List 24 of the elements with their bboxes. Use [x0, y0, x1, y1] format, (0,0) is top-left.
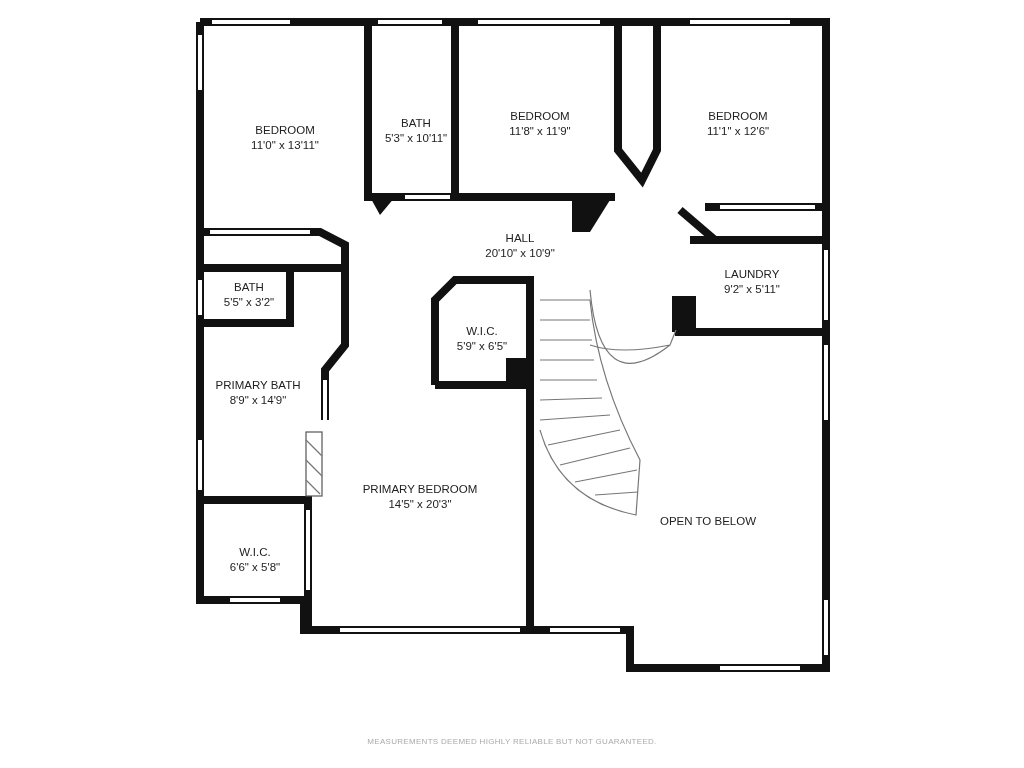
room-dimensions: 6'6" x 5'8": [229, 560, 281, 575]
room-name: BATH: [233, 280, 265, 295]
room-dimensions: 5'5" x 3'2": [223, 295, 275, 310]
room-name: BEDROOM: [509, 109, 571, 124]
room-dimensions: 5'9" x 6'5": [456, 339, 508, 354]
room-dimensions: 9'2" x 5'11": [724, 282, 780, 297]
room-name: W.I.C.: [238, 545, 272, 560]
room-name: OPEN TO BELOW: [659, 513, 757, 529]
room-name: BEDROOM: [254, 123, 316, 138]
disclaimer-note: MEASUREMENTS DEEMED HIGHLY RELIABLE BUT NOT GUARANTEED.: [367, 737, 657, 746]
room-name: BATH: [400, 116, 432, 131]
room-dimensions: 11'0" x 13'11": [251, 138, 319, 153]
room-name: W.I.C.: [465, 324, 499, 339]
room-dimensions: 14'5" x 20'3": [387, 497, 453, 512]
room-dimensions: 20'10" x 10'9": [485, 246, 555, 261]
room-dimensions: 5'3" x 10'11": [384, 131, 448, 146]
room-name: HALL: [504, 231, 536, 246]
room-name: LAUNDRY: [724, 267, 780, 282]
room-name: PRIMARY BEDROOM: [362, 482, 478, 497]
room-dimensions: 11'8" x 11'9": [509, 124, 571, 139]
room-dimensions: 8'9" x 14'9": [228, 393, 288, 408]
room-dimensions: 11'1" x 12'6": [706, 124, 770, 139]
room-name: PRIMARY BATH: [215, 378, 301, 393]
room-name: BEDROOM: [707, 109, 769, 124]
